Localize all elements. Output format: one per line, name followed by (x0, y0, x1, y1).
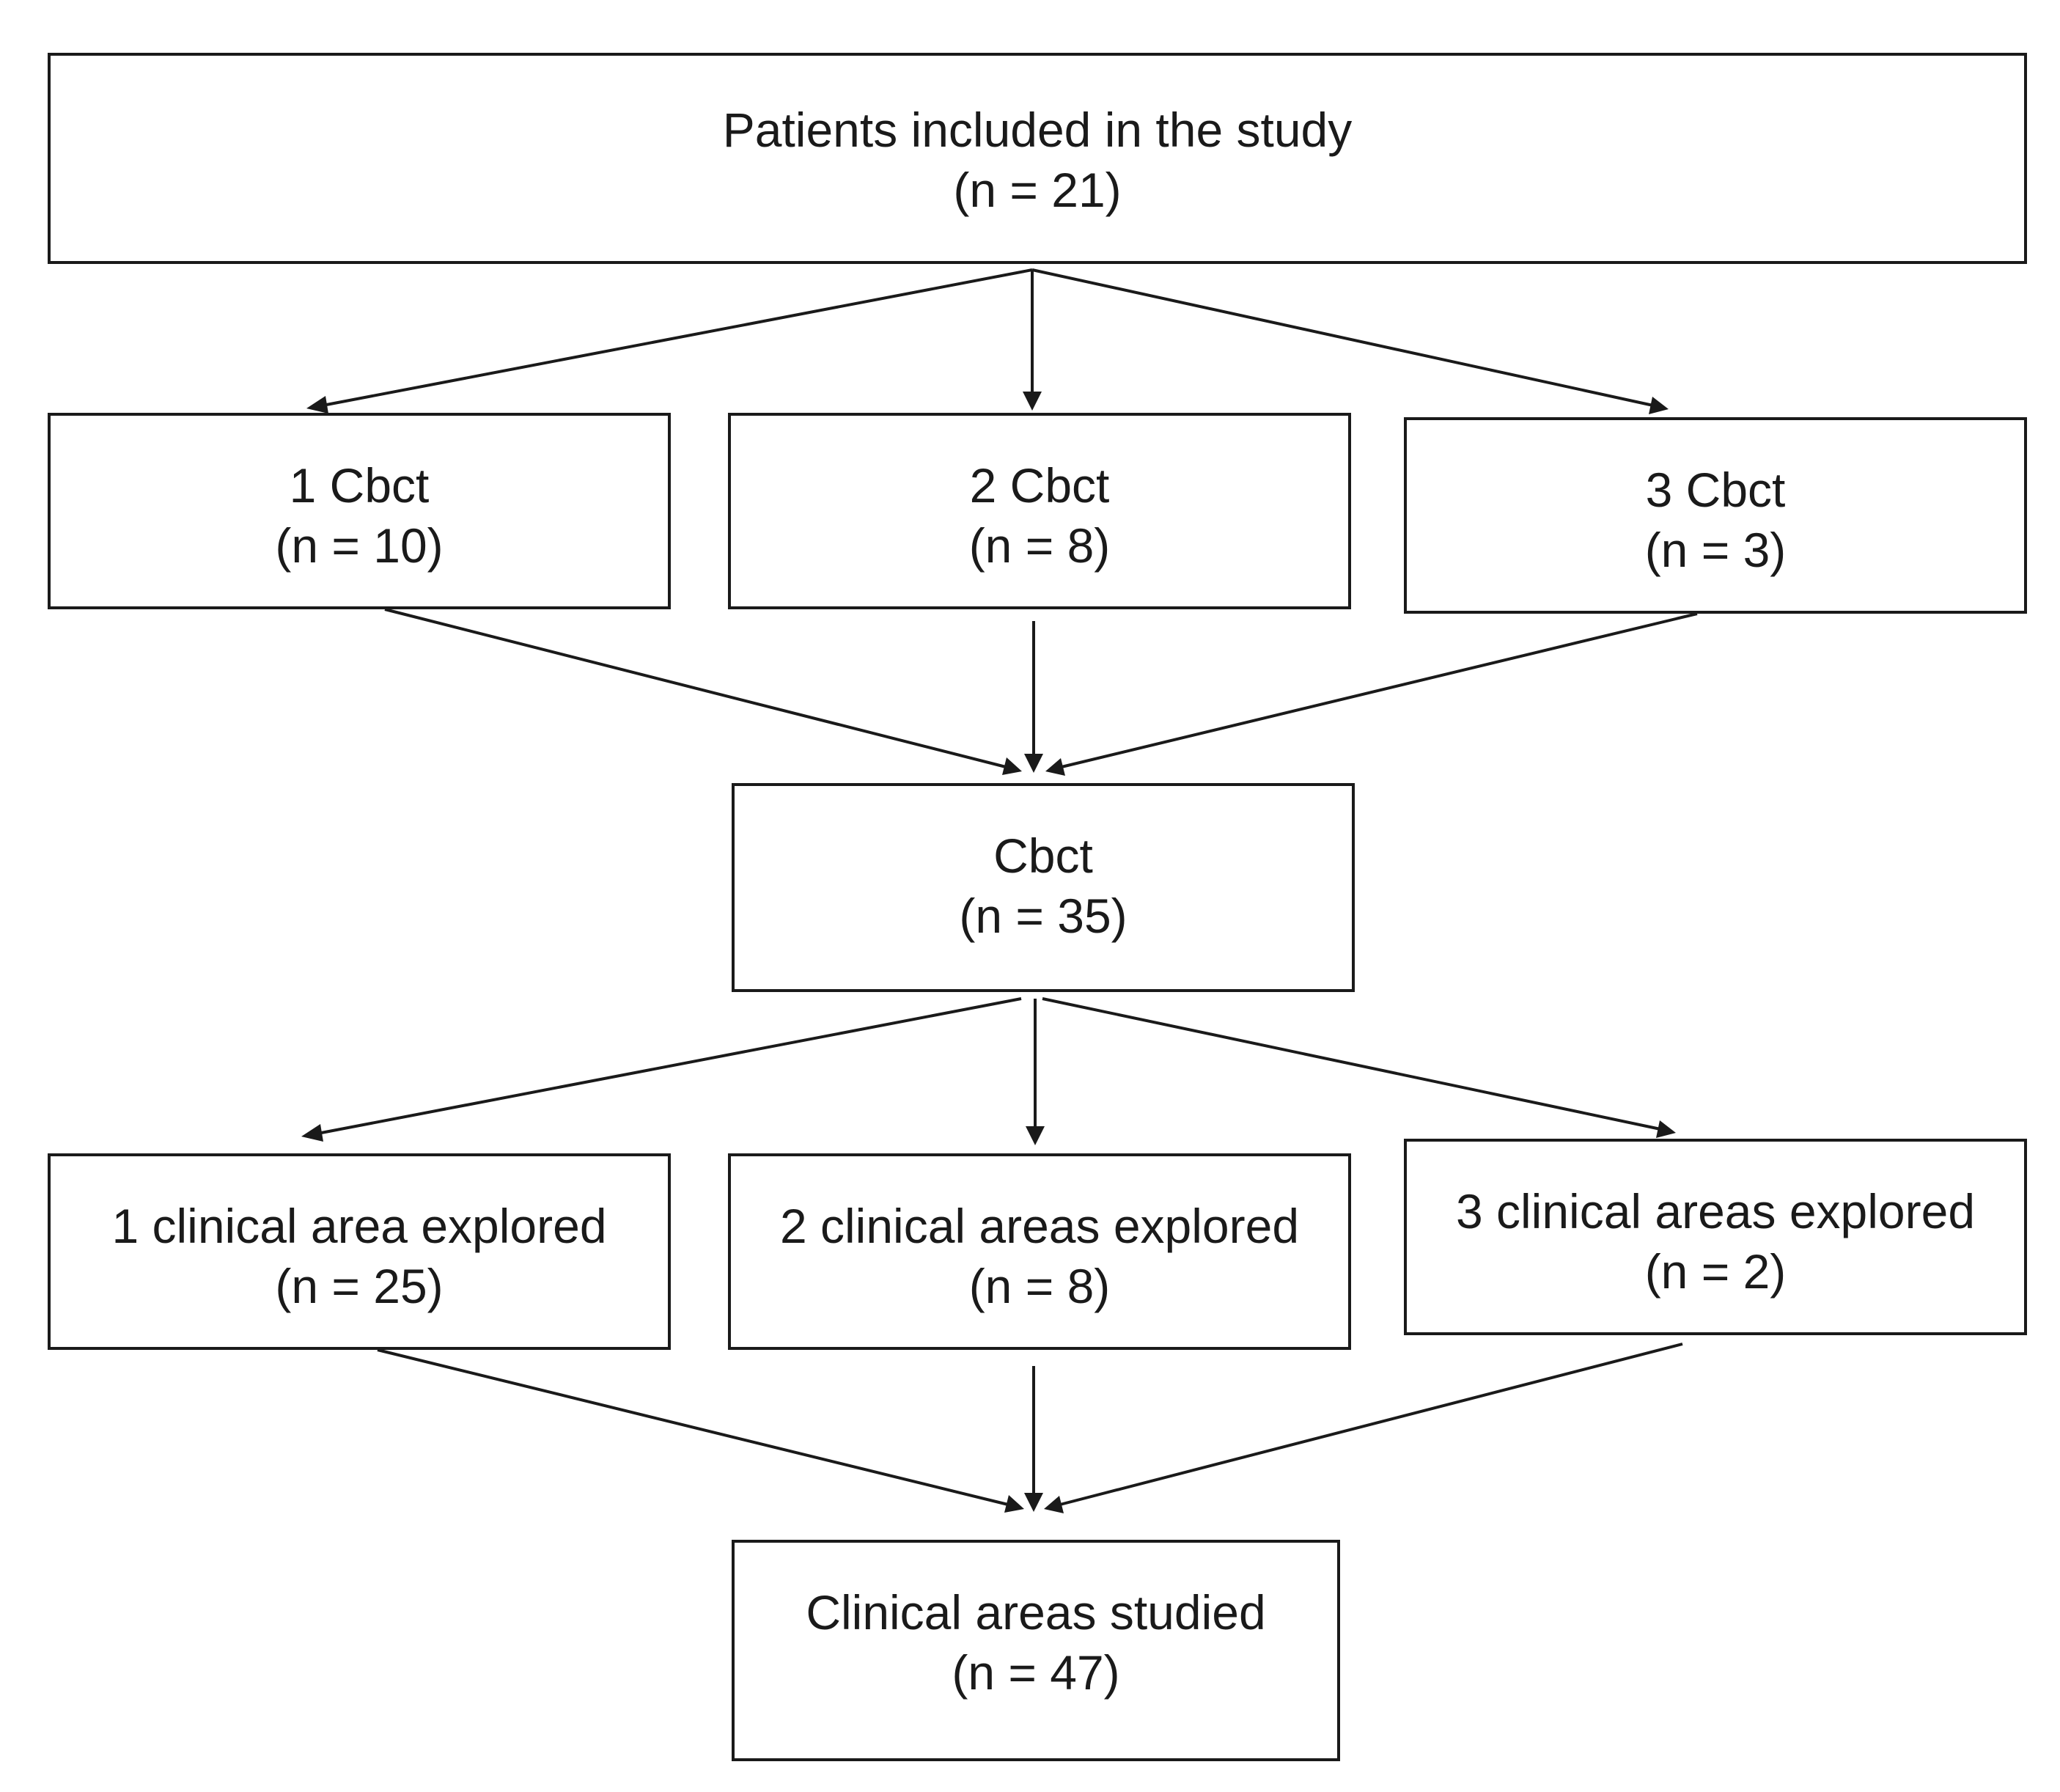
node-count: (n = 8) (968, 1259, 1111, 1313)
node-count: (n = 3) (1644, 523, 1787, 577)
edge-patients-to-cbct-3 (1031, 268, 1669, 414)
edge-cbct-2-to-cbct-total (1024, 621, 1043, 773)
node-clinical-areas-studied: Clinical areas studied (n = 47) (732, 1540, 1340, 1761)
node-1-clinical-area: 1 clinical area explored (n = 25) (48, 1153, 671, 1350)
node-title: 3 Cbct (1645, 463, 1786, 517)
node-patients-included: Patients included in the study (n = 21) (48, 53, 2027, 264)
node-title: 2 clinical areas explored (779, 1199, 1300, 1253)
node-count: (n = 2) (1644, 1244, 1787, 1299)
node-title: Cbct (993, 829, 1093, 883)
node-title: Clinical areas studied (806, 1585, 1266, 1639)
edge-area-2-to-areas-studied (1024, 1366, 1043, 1512)
node-title: 3 clinical areas explored (1455, 1184, 1976, 1238)
edge-cbct-total-to-area-3 (1042, 997, 1676, 1138)
node-title: 1 Cbct (289, 458, 430, 513)
edge-cbct-total-to-area-1 (301, 997, 1022, 1142)
edge-cbct-total-to-area-2 (1026, 999, 1045, 1145)
edge-cbct-3-to-cbct-total (1045, 612, 1698, 776)
node-count: (n = 25) (275, 1259, 444, 1313)
node-count: (n = 21) (953, 163, 1122, 217)
node-title: Patients included in the study (722, 103, 1353, 157)
node-count: (n = 47) (952, 1645, 1120, 1700)
node-title: 2 Cbct (969, 458, 1110, 513)
node-1-cbct: 1 Cbct (n = 10) (48, 413, 671, 609)
node-cbct-total: Cbct (n = 35) (732, 783, 1355, 992)
node-count: (n = 10) (275, 518, 444, 573)
node-3-cbct: 3 Cbct (n = 3) (1404, 417, 2027, 614)
edge-patients-to-cbct-1 (306, 268, 1033, 414)
node-3-clinical-areas: 3 clinical areas explored (n = 2) (1404, 1139, 2027, 1335)
edge-area-3-to-areas-studied (1044, 1343, 1683, 1513)
node-title: 1 clinical area explored (111, 1199, 607, 1253)
node-2-clinical-areas: 2 clinical areas explored (n = 8) (728, 1153, 1351, 1350)
node-count: (n = 35) (959, 889, 1128, 943)
node-2-cbct: 2 Cbct (n = 8) (728, 413, 1351, 609)
node-count: (n = 8) (968, 518, 1111, 573)
edge-patients-to-cbct-2 (1023, 270, 1042, 411)
edge-area-1-to-areas-studied (377, 1348, 1024, 1513)
edge-cbct-1-to-cbct-total (384, 608, 1022, 775)
